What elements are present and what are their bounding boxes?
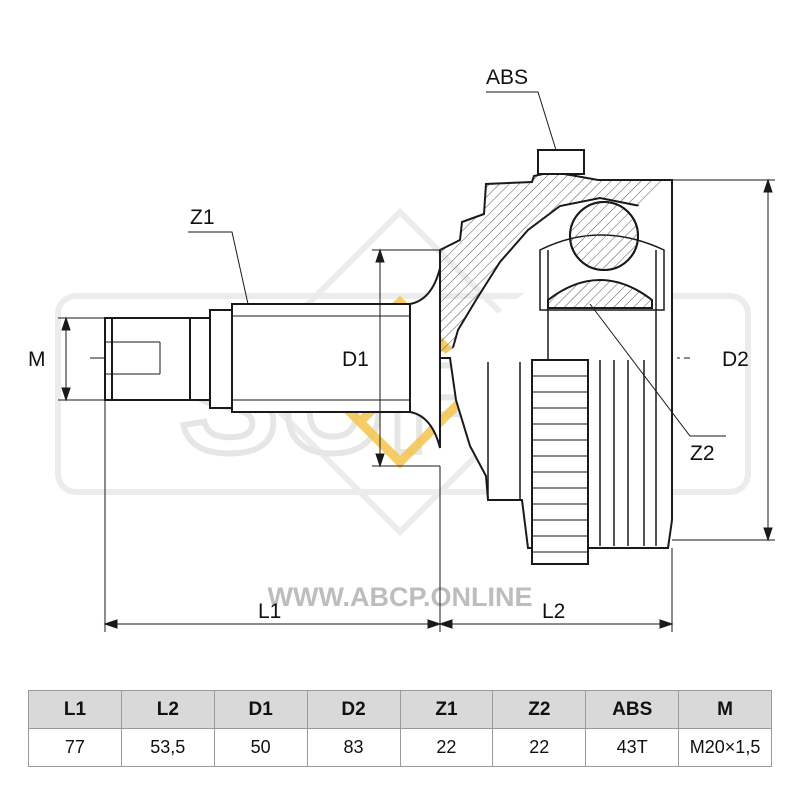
value-l2: 53,5 xyxy=(120,728,215,767)
value-abs: 43T xyxy=(585,728,680,767)
z2-leader xyxy=(589,303,726,437)
value-l1: 77 xyxy=(28,728,122,767)
header-abs: ABS xyxy=(585,690,680,729)
abs-tab xyxy=(537,149,585,175)
splined-shaft xyxy=(231,303,411,413)
header-d1: D1 xyxy=(213,690,308,729)
spec-value-row: 77 53,5 50 83 22 22 43T M20×1,5 xyxy=(28,728,772,767)
value-z1: 22 xyxy=(399,728,494,767)
shaft xyxy=(104,267,441,449)
m-label: M xyxy=(28,348,46,371)
inner-race xyxy=(547,279,653,309)
bell-grooves xyxy=(487,360,657,546)
watermark-url: WWW.ABCP.ONLINE xyxy=(268,582,533,612)
z1-leader xyxy=(188,231,249,305)
header-d2: D2 xyxy=(306,690,401,729)
header-m: M xyxy=(678,690,772,729)
header-z1: Z1 xyxy=(399,690,494,729)
abs-ring xyxy=(531,359,589,565)
l2-label: L2 xyxy=(542,600,565,623)
value-d1: 50 xyxy=(213,728,308,767)
abs-label: ABS xyxy=(486,66,528,89)
l1-label: L1 xyxy=(258,600,281,623)
cv-joint-drawing: SUFIX WWW.ABCP.ONLINE xyxy=(28,66,775,632)
spec-header-row: L1 L2 D1 D2 Z1 Z2 ABS M xyxy=(28,690,772,729)
spec-table: L1 L2 D1 D2 Z1 Z2 ABS M 77 53,5 50 83 22… xyxy=(28,690,772,767)
z1-label: Z1 xyxy=(190,206,215,229)
header-l2: L2 xyxy=(120,690,215,729)
z2-label: Z2 xyxy=(690,442,715,465)
abs-leader xyxy=(486,91,557,151)
header-z2: Z2 xyxy=(492,690,587,729)
outer-housing xyxy=(439,149,673,565)
d1-label: D1 xyxy=(342,348,369,371)
value-d2: 83 xyxy=(306,728,401,767)
value-m: M20×1,5 xyxy=(678,728,772,767)
threaded-end xyxy=(104,317,211,401)
value-z2: 22 xyxy=(492,728,587,767)
d2-label: D2 xyxy=(722,348,749,371)
dimensions xyxy=(58,91,775,632)
header-l1: L1 xyxy=(28,690,122,729)
shaft-neck xyxy=(409,267,441,449)
shaft-step xyxy=(209,309,233,409)
